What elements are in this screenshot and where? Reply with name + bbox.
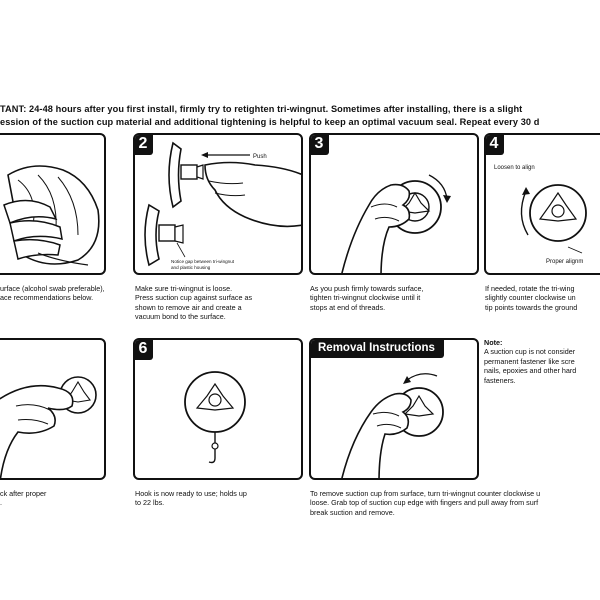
- note-line: permanent fastener like scre: [484, 356, 575, 366]
- step-6-caption-line: to 22 lbs.: [135, 498, 165, 508]
- note-line: nails, epoxies and other hard: [484, 366, 577, 376]
- removal-caption-line: break suction and remove.: [310, 507, 395, 517]
- step-5-caption-line: .: [0, 498, 2, 508]
- step-1-caption-line: ace recommendations below.: [0, 293, 94, 303]
- press-suction-cup-illustration: Push Notice gap between tri-wingnut and …: [144, 141, 301, 270]
- step-number: 3: [311, 135, 329, 155]
- step-3-caption-line: As you push firmly towards surface,: [310, 284, 424, 293]
- step-1-panel: [0, 133, 106, 275]
- step-2-caption-line: Press suction cup against surface as: [135, 293, 253, 303]
- step-4-caption-line: slightly counter clockwise un: [485, 293, 576, 303]
- step-6-caption: Hook is now ready to use; holds up to 22…: [135, 489, 247, 508]
- step-5-caption-line: ck after proper: [0, 489, 47, 498]
- important-notice: TANT: 24-48 hours after you first instal…: [0, 103, 600, 129]
- step-3-caption-line: tighten tri-wingnut clockwise until it: [310, 293, 421, 303]
- push-label: Push: [253, 154, 267, 160]
- attach-hook-illustration: [0, 376, 97, 478]
- step-6-caption-line: Hook is now ready to use; holds up: [135, 489, 247, 498]
- step-2-caption-line: vacuum bond to the surface.: [135, 312, 226, 322]
- gap-note-line-2: and plastic housing: [171, 265, 211, 270]
- step-2-caption-line: Make sure tri-wingnut is loose.: [135, 284, 233, 293]
- step-2-caption: Make sure tri-wingnut is loose. Press su…: [135, 284, 252, 322]
- step-3-caption: As you push firmly towards surface, tigh…: [310, 284, 423, 312]
- note-line: fasteners.: [484, 375, 516, 385]
- step-number: 4: [486, 135, 504, 155]
- step-1-caption-line: urface (alcohol swab preferable),: [0, 284, 105, 293]
- loosen-label: Loosen to align: [494, 165, 535, 171]
- step-4-panel: 4 Loosen to align Proper alignm: [484, 133, 600, 275]
- step-5-caption: ck after proper .: [0, 489, 46, 508]
- tighten-wingnut-illustration: [341, 174, 451, 273]
- step-6-panel: 6: [133, 338, 303, 480]
- removal-caption-line: To remove suction cup from surface, turn…: [310, 489, 541, 498]
- cloth-wiping-illustration: [3, 165, 100, 266]
- proper-alignment-label: Proper alignm: [546, 259, 583, 265]
- removal-panel: Removal Instructions: [309, 338, 479, 480]
- removal-illustration: [341, 373, 444, 478]
- step-5-panel: [0, 338, 106, 480]
- note-block: Note: A suction cup is not consider perm…: [484, 338, 576, 385]
- step-4-caption: If needed, rotate the tri-wing slightly …: [485, 284, 577, 312]
- step-3-caption-line: stops at end of threads.: [310, 302, 386, 312]
- step-number: 2: [135, 135, 153, 155]
- step-2-panel: 2 Push Notice gap between tri-wingnut an…: [133, 133, 303, 275]
- gap-note-line-1: Notice gap between tri-wingnut: [171, 259, 235, 264]
- important-line-2: ession of the suction cup material and a…: [0, 117, 540, 127]
- removal-caption: To remove suction cup from surface, turn…: [310, 489, 540, 517]
- removal-caption-line: loose. Grab top of suction cup edge with…: [310, 498, 539, 508]
- hook-ready-illustration: [184, 371, 246, 464]
- removal-header: Removal Instructions: [311, 340, 444, 358]
- note-title: Note:: [484, 338, 503, 347]
- step-2-caption-line: shown to remove air and create a: [135, 302, 242, 312]
- align-wingnut-illustration: Loosen to align Proper alignm: [494, 165, 587, 265]
- step-3-panel: 3: [309, 133, 479, 275]
- important-line-1: TANT: 24-48 hours after you first instal…: [0, 104, 523, 114]
- step-4-caption-line: If needed, rotate the tri-wing: [485, 284, 575, 293]
- step-4-caption-line: tip points towards the ground: [485, 302, 578, 312]
- note-line: A suction cup is not consider: [484, 347, 576, 357]
- step-number: 6: [135, 340, 153, 360]
- step-1-caption: urface (alcohol swab preferable), ace re…: [0, 284, 105, 303]
